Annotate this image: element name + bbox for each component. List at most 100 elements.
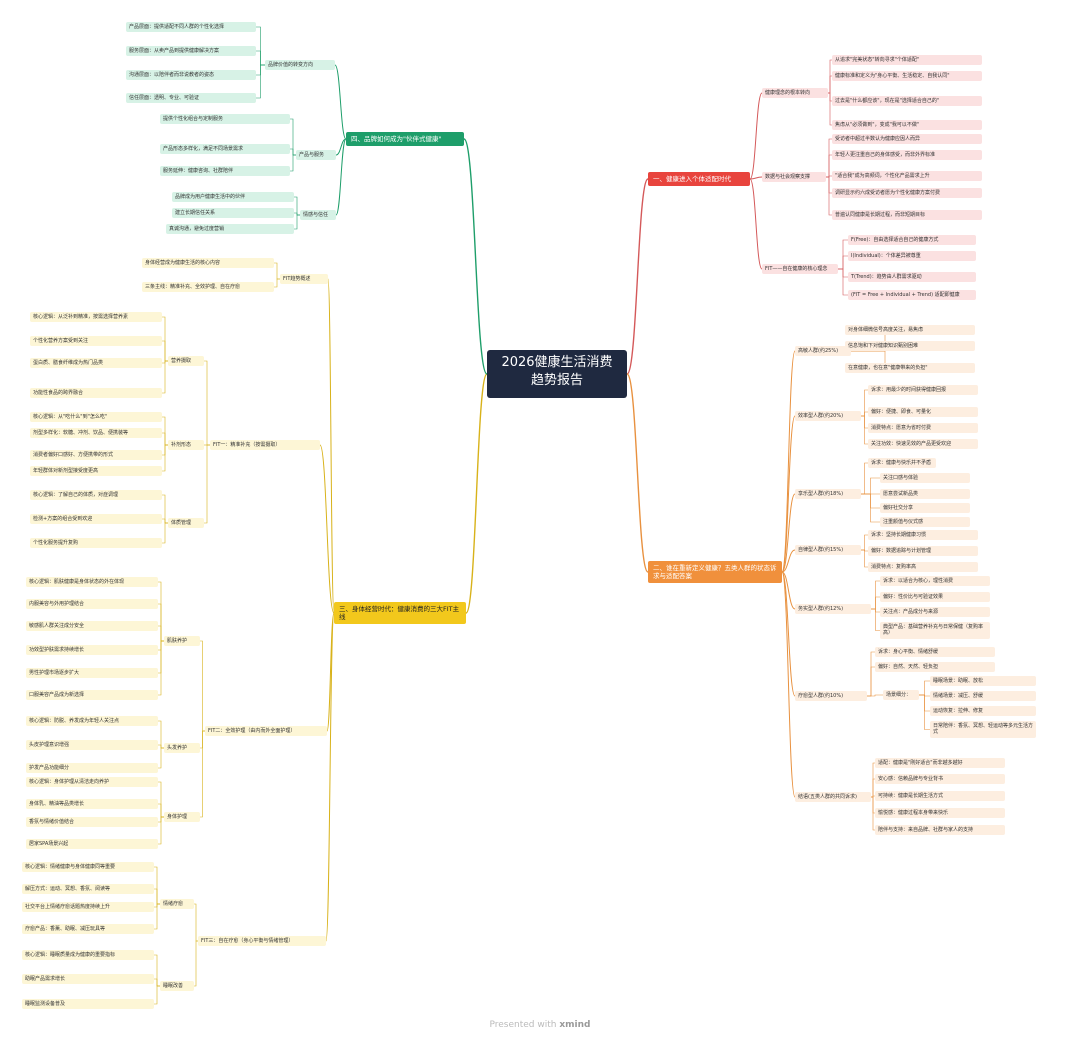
branch-3-sub-1[interactable]: FIT趋势概述 [280, 274, 328, 285]
branch-4-sub-1-item[interactable]: 服务层面：从卖产品到提供健康解决方案 [126, 46, 256, 57]
branch-3-fit1-item[interactable]: 年轻群体对新剂型接受度更高 [30, 466, 162, 477]
branch-2-sub-7-item[interactable]: 愉悦感：健康过程本身带来快乐 [875, 808, 1005, 819]
branch-4-sub-2[interactable]: 产品与服务 [296, 150, 336, 161]
branch-3-fit1-group[interactable]: 补剂形态 [168, 440, 204, 451]
branch-3-fit1-item[interactable]: 个性化服务提升复购 [30, 538, 162, 549]
branch-3-fit1-item[interactable]: 功能性食品的跨界融合 [30, 388, 162, 399]
branch-2-sub-7-item[interactable]: 陪伴与支持：来自品牌、社群与家人的支持 [875, 825, 1005, 836]
branch-2-sub-6-detail[interactable]: 运动恢复：拉伸、修复 [930, 706, 1036, 717]
branch-2-topic[interactable]: 二、谁在重新定义健康？五类人群的状态诉求与适配答案 [648, 561, 782, 583]
branch-1-sub-2-item[interactable]: 年轻人更注重自己的身体感受，而非外界标准 [832, 150, 982, 161]
branch-3-fit1-item[interactable]: 蛋白质、膳食纤维成为热门品类 [30, 358, 162, 369]
branch-2-sub-2-item[interactable]: 诉求：用最少的时间获得健康回报 [868, 385, 978, 396]
branch-2-sub-3-detail[interactable]: 关注口感与体验 [880, 473, 970, 484]
branch-3-fit1-item[interactable]: 个性化营养方案受到关注 [30, 336, 162, 347]
branch-1-sub-1-item[interactable]: 过去是"什么都应该"，现在是"选择适合自己的" [832, 96, 982, 107]
branch-2-sub-7-item[interactable]: 安心感：信赖品牌与专业背书 [875, 774, 1005, 785]
branch-1-sub-2-item[interactable]: 调研显示约六成受访者愿为个性化健康方案付费 [832, 188, 982, 199]
branch-2-sub-6[interactable]: 疗愈型人群(约10%) [795, 691, 867, 702]
branch-4-sub-3[interactable]: 情感与信任 [300, 210, 336, 221]
branch-3-fit3-item[interactable]: 解压方式：运动、冥想、香氛、阅读等 [22, 884, 154, 895]
branch-3-fit1-item[interactable]: 检测+方案的组合受到欢迎 [30, 514, 162, 525]
branch-2-sub-6-item[interactable]: 诉求：身心平衡、情绪舒缓 [875, 647, 995, 658]
branch-3-fit3-group[interactable]: 情绪疗愈 [160, 899, 194, 910]
branch-3-fit2-item[interactable]: 核心逻辑：身体护理从清洁走向养护 [26, 777, 158, 788]
branch-2-sub-6-detail[interactable]: 日常陪伴：香氛、冥想、轻运动等多元生活方式 [930, 721, 1036, 738]
branch-3-fit2-group[interactable]: 肌肤养护 [164, 636, 200, 647]
branch-3-fit3-group[interactable]: 睡眠改善 [160, 981, 194, 992]
branch-2-sub-6-item[interactable]: 场景细分： [883, 690, 919, 701]
branch-3-fit2-item[interactable]: 身体乳、精油等品类增长 [26, 799, 158, 810]
branch-2-sub-5-item[interactable]: 偏好：性价比与可验证效果 [880, 592, 990, 603]
branch-2-sub-6-detail[interactable]: 情绪场景：减压、舒缓 [930, 691, 1036, 702]
branch-1-sub-3-item[interactable]: T(Trend)：趋势由人群需求驱动 [848, 272, 976, 283]
branch-3-fit2-item[interactable]: 口服美容产品成为新选择 [26, 690, 158, 701]
branch-3-fit3-item[interactable]: 核心逻辑：睡眠质量成为健康的重要指标 [22, 950, 154, 961]
branch-2-sub-3-detail[interactable]: 偏好社交分享 [880, 503, 970, 514]
branch-1-sub-1-item[interactable]: 从追求"完美状态"转向寻求"个体适配" [832, 55, 982, 66]
branch-1-sub-2-item[interactable]: "适合我"成为高频词，个性化产品需求上升 [832, 171, 982, 182]
branch-1-sub-3-item[interactable]: F(Free)：自由选择适合自己的健康方式 [848, 235, 976, 246]
branch-3-fit2-item[interactable]: 核心逻辑：肌肤健康是身体状态的外在体现 [26, 577, 158, 588]
branch-2-sub-6-detail[interactable]: 睡眠场景：助眠、放松 [930, 676, 1036, 687]
branch-2-sub-2[interactable]: 效率型人群(约20%) [795, 411, 861, 422]
branch-2-sub-4-item[interactable]: 偏好：数据追踪与计划管理 [868, 546, 978, 557]
branch-3-fit2-item[interactable]: 香氛与情绪价值结合 [26, 817, 158, 828]
branch-2-sub-3[interactable]: 享乐型人群(约18%) [795, 489, 861, 500]
branch-3-fit2-item[interactable]: 居家SPA场景兴起 [26, 839, 158, 850]
branch-3-fit3-item[interactable]: 助眠产品需求增长 [22, 974, 154, 985]
branch-1-sub-2[interactable]: 数据与社会观察支撑 [762, 172, 826, 183]
branch-3-fit2-item[interactable]: 男性护理市场逐步扩大 [26, 668, 158, 679]
branch-4-sub-3-item[interactable]: 真诚沟通，避免过度营销 [166, 224, 294, 235]
branch-1-sub-1[interactable]: 健康理念的根本转向 [762, 88, 828, 99]
branch-1-sub-2-item[interactable]: 普遍认同健康是长期过程，而非短期目标 [832, 210, 982, 221]
branch-4-sub-2-item[interactable]: 服务延伸：健康咨询、社群陪伴 [160, 166, 290, 177]
branch-4-sub-3-item[interactable]: 建立长期信任关系 [172, 208, 294, 219]
branch-2-sub-5-item[interactable]: 关注点：产品成分与来源 [880, 607, 990, 618]
branch-2-sub-2-item[interactable]: 关注功效：快速见效的产品更受欢迎 [868, 439, 978, 450]
branch-2-sub-7[interactable]: 结语(五类人群的共同诉求) [795, 792, 871, 803]
branch-2-sub-7-item[interactable]: 适配：健康是"刚好适合"而非越多越好 [875, 758, 1005, 769]
branch-3-fit1-group[interactable]: 营养摄取 [168, 356, 204, 367]
branch-2-sub-3-detail[interactable]: 愿意尝试新品类 [880, 489, 970, 500]
branch-4-sub-3-item[interactable]: 品牌成为用户健康生活中的伙伴 [172, 192, 294, 203]
branch-3-fit1-item[interactable]: 剂型多样化：软糖、冲剂、饮品、便携装等 [30, 428, 162, 439]
branch-2-sub-1-item[interactable]: 在意健康，也在意"健康带来的负担" [845, 363, 975, 374]
branch-3-sub-1-item[interactable]: 三条主线：精准补充、全效护理、自在疗愈 [142, 282, 274, 293]
branch-2-sub-2-item[interactable]: 消费特点：愿意为省时付费 [868, 423, 978, 434]
branch-4-sub-2-item[interactable]: 产品形态多样化，满足不同场景需求 [160, 144, 290, 155]
branch-4-sub-1-item[interactable]: 产品层面：提供适配不同人群的个性化选择 [126, 22, 256, 33]
branch-2-sub-6-item[interactable]: 偏好：自然、天然、轻负担 [875, 662, 995, 673]
branch-3-fit2-group[interactable]: 头发养护 [164, 743, 200, 754]
branch-3-fit3-item[interactable]: 疗愈产品：香薰、助眠、减压玩具等 [22, 924, 154, 935]
branch-3-sub-4[interactable]: FIT三：自在疗愈（身心平衡与情绪管理） [198, 936, 326, 947]
branch-3-fit1-group[interactable]: 体质管理 [168, 518, 204, 529]
branch-4-sub-1-item[interactable]: 沟通层面：以陪伴者而非说教者的姿态 [126, 70, 256, 81]
branch-3-sub-1-item[interactable]: 身体经营成为健康生活的核心内容 [142, 258, 274, 269]
branch-3-topic[interactable]: 三、身体经营时代：健康消费的三大FIT主线 [334, 602, 466, 624]
branch-3-fit2-item[interactable]: 头皮护理意识增强 [26, 740, 158, 751]
branch-3-fit2-item[interactable]: 功效型护肤需求持续增长 [26, 645, 158, 656]
branch-2-sub-4[interactable]: 自律型人群(约15%) [795, 545, 861, 556]
branch-3-fit1-item[interactable]: 消费者偏好口感好、方便携带的形式 [30, 450, 162, 461]
branch-3-fit2-item[interactable]: 内服美容与外用护理结合 [26, 599, 158, 610]
branch-3-fit1-item[interactable]: 核心逻辑：从泛补到精准，按需选择营养素 [30, 312, 162, 323]
branch-4-sub-1[interactable]: 品牌价值的转变方向 [265, 60, 335, 71]
branch-3-fit3-item[interactable]: 社交平台上情绪疗愈话题热度持续上升 [22, 902, 154, 913]
branch-2-sub-5-item[interactable]: 诉求：以适合为核心，理性消费 [880, 576, 990, 587]
branch-2-sub-4-item[interactable]: 消费特点：复购率高 [868, 562, 978, 573]
branch-3-sub-2[interactable]: FIT一：精准补充（按需摄取） [210, 440, 320, 451]
branch-3-fit2-item[interactable]: 敏感肌人群关注成分安全 [26, 621, 158, 632]
branch-2-sub-1[interactable]: 高敏人群(约25%) [795, 346, 851, 357]
branch-2-sub-5[interactable]: 务实型人群(约12%) [795, 604, 871, 615]
branch-2-sub-1-item[interactable]: 对身体细微信号高度关注，易焦虑 [845, 325, 975, 336]
branch-2-sub-4-item[interactable]: 诉求：坚持长期健康习惯 [868, 530, 978, 541]
branch-3-fit1-item[interactable]: 核心逻辑：从"吃什么"到"怎么吃" [30, 412, 162, 423]
branch-2-sub-2-item[interactable]: 偏好：便捷、即食、可量化 [868, 407, 978, 418]
branch-1-sub-3-item[interactable]: (FIT = Free + Individual + Trend) 适配即健康 [848, 290, 976, 301]
branch-3-fit2-item[interactable]: 护发产品功能细分 [26, 763, 158, 774]
branch-2-sub-7-item[interactable]: 可持续：健康是长期生活方式 [875, 791, 1005, 802]
branch-1-sub-2-item[interactable]: 受访者中超过半数认为健康应因人而异 [832, 134, 982, 145]
branch-1-sub-3[interactable]: FIT——自在健康的核心理念 [762, 264, 838, 275]
branch-3-fit2-group[interactable]: 身体护理 [164, 812, 200, 823]
